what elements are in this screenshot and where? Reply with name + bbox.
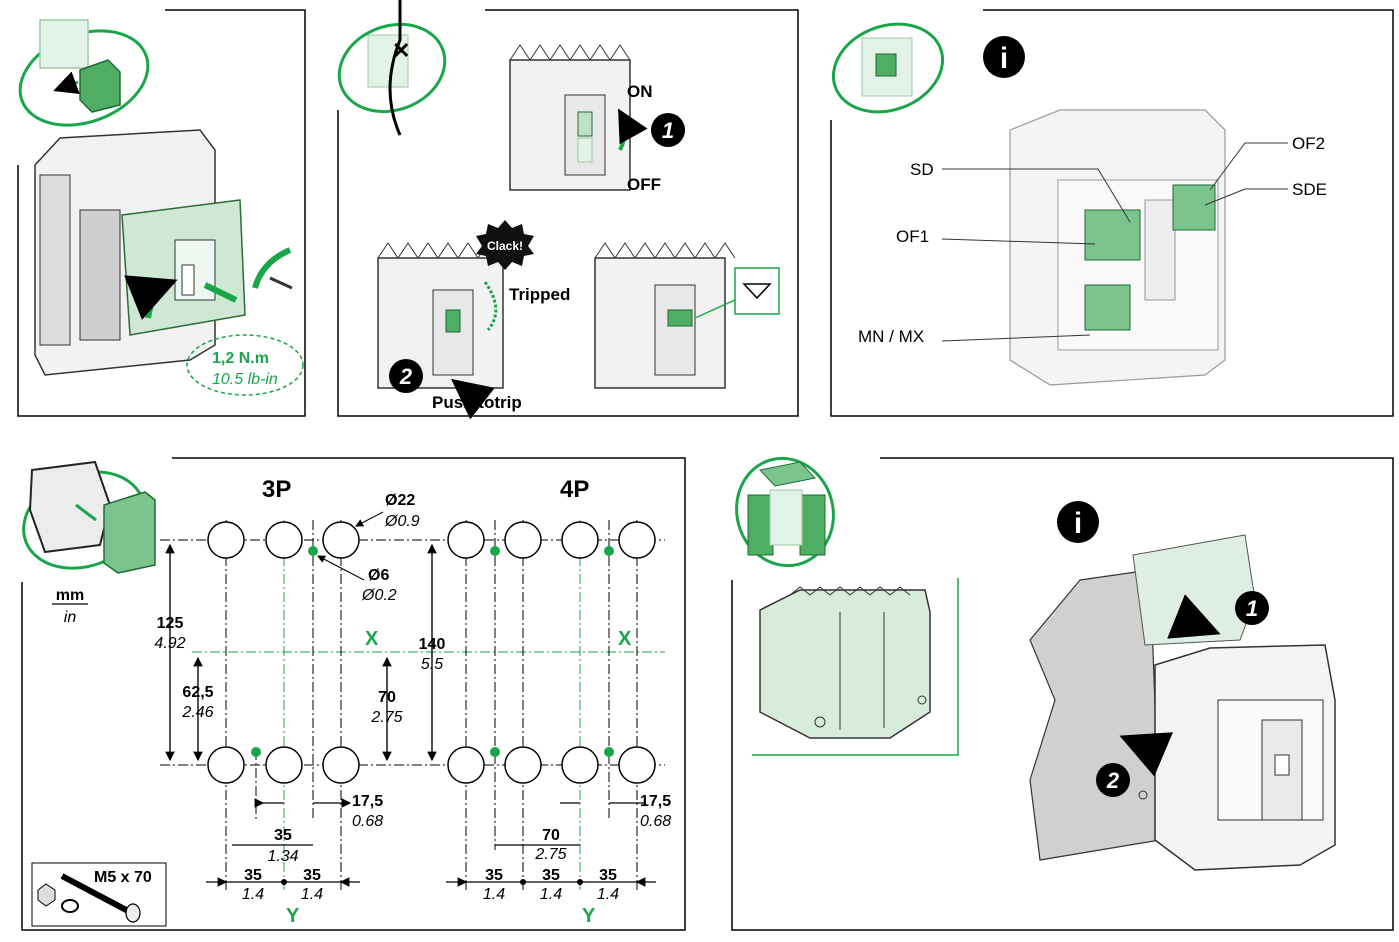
panel-terminal-shield: i 1 2 <box>731 456 1394 931</box>
label-of2: OF2 <box>1292 134 1325 153</box>
dim-140-mm: 140 <box>419 636 446 653</box>
off-label: OFF <box>627 175 661 194</box>
step2-badge: 2 <box>399 364 413 389</box>
dim-35-in-a: 1.4 <box>242 886 264 903</box>
title-3p: 3P <box>262 476 291 503</box>
info-symbol: i <box>1000 42 1008 75</box>
dim-70v-mm: 70 <box>378 689 396 706</box>
dim-35-mm-c: 35 <box>485 867 503 884</box>
dim-35-in-e: 1.4 <box>597 886 619 903</box>
dim-140-in: 5.5 <box>421 656 443 673</box>
dim-35-mm-a: 35 <box>244 867 262 884</box>
on-label: ON <box>627 82 653 101</box>
torque-label: 1,2 N.m 10.5 lb-in <box>186 334 304 396</box>
axis-y-3p: Y <box>286 905 300 927</box>
breaker-on-off: ON OFF 1 <box>509 44 685 194</box>
dim-35-in-d: 1.4 <box>540 886 562 903</box>
panel-drilling-dimensions: mm in 3P 4P <box>21 457 686 931</box>
panel-cover-fitting: 1,2 N.m 10.5 lb-in <box>17 9 306 417</box>
dim-17-mm-3p: 17,5 <box>352 793 383 810</box>
dimension-dots <box>281 879 583 885</box>
panel-accessories: i OF2 SD SDE OF1 MN / MX <box>830 9 1394 417</box>
dim-62-in: 2.46 <box>181 704 213 721</box>
dim-35-in-c: 1.4 <box>483 886 505 903</box>
terminal-shield-block <box>759 586 931 739</box>
pin-diameter-in: Ø0.2 <box>361 587 397 604</box>
vertical-dimensions <box>165 543 437 762</box>
axis-x-4p: X <box>618 628 632 650</box>
mounting-icon <box>22 460 156 574</box>
cube-icon <box>831 22 945 114</box>
dim-70v-in: 2.75 <box>370 709 402 726</box>
label-sde: SDE <box>1292 180 1327 199</box>
dim-35-in-center: 1.34 <box>267 848 298 865</box>
unit-in: in <box>64 609 77 626</box>
dim-125-mm: 125 <box>157 615 184 632</box>
toggle-rotation-icon: ✕ <box>337 0 447 136</box>
cube-rotation-icon <box>18 19 150 127</box>
unit-mm: mm <box>56 587 84 604</box>
label-sd: SD <box>910 160 934 179</box>
dim-125-in: 4.92 <box>154 635 185 652</box>
axis-y-4p: Y <box>582 905 596 927</box>
dim-62-mm: 62,5 <box>182 684 213 701</box>
horizontal-dimensions <box>206 798 656 887</box>
dim-35-mm-e: 35 <box>599 867 617 884</box>
breaker-tripped: Clack! Tripped 2 Push totrip <box>377 220 570 420</box>
shield-icon <box>735 456 835 568</box>
label-of1: OF1 <box>896 227 929 246</box>
torque-imperial: 10.5 lb-in <box>212 371 278 388</box>
clack-label: Clack! <box>487 239 523 253</box>
axis-x-3p: X <box>365 628 379 650</box>
label-mn-mx: MN / MX <box>858 327 924 346</box>
dim-17-mm-4p: 17,5 <box>640 793 671 810</box>
push-to-trip-label: Push totrip <box>432 393 522 412</box>
step2-badge-2: 2 <box>1106 768 1120 793</box>
torque-value: 1,2 N.m <box>212 350 269 367</box>
info-icon-2 <box>1057 501 1099 543</box>
dim-35-mm-b: 35 <box>303 867 321 884</box>
hole-diameter-mm: Ø22 <box>385 492 415 509</box>
breaker-reset <box>594 242 780 389</box>
dim-70h-in: 2.75 <box>534 846 566 863</box>
svg-text:✕: ✕ <box>392 38 410 63</box>
info-symbol-2: i <box>1074 507 1082 540</box>
dim-35-mm-center: 35 <box>274 827 292 844</box>
dim-17-in-4p: 0.68 <box>640 813 671 830</box>
breaker-with-cover <box>34 129 293 376</box>
title-4p: 4P <box>560 476 589 503</box>
dim-35-in-b: 1.4 <box>301 886 323 903</box>
dim-70h-mm: 70 <box>542 827 560 844</box>
fixing-points <box>251 546 614 757</box>
breaker-exploded-view <box>1009 109 1226 386</box>
accessory-leader-lines <box>941 142 1288 342</box>
panel-trip-test: ✕ ON OFF 1 Clack! Tripped 2 <box>337 0 799 420</box>
panel-cutout-installation: 1 2 <box>1029 534 1336 871</box>
hole-pattern <box>207 521 656 784</box>
screw-label: M5 x 70 <box>94 869 152 886</box>
info-icon <box>983 36 1025 78</box>
step1-badge-2: 1 <box>1246 596 1258 621</box>
screw-callout: M5 x 70 <box>31 862 167 927</box>
tripped-label: Tripped <box>509 285 570 304</box>
dim-17-in-3p: 0.68 <box>352 813 383 830</box>
hole-diameter-in: Ø0.9 <box>384 513 420 530</box>
step1-badge: 1 <box>662 118 674 143</box>
pin-diameter-mm: Ø6 <box>368 567 389 584</box>
dim-35-mm-d: 35 <box>542 867 560 884</box>
reference-lines <box>160 520 665 890</box>
